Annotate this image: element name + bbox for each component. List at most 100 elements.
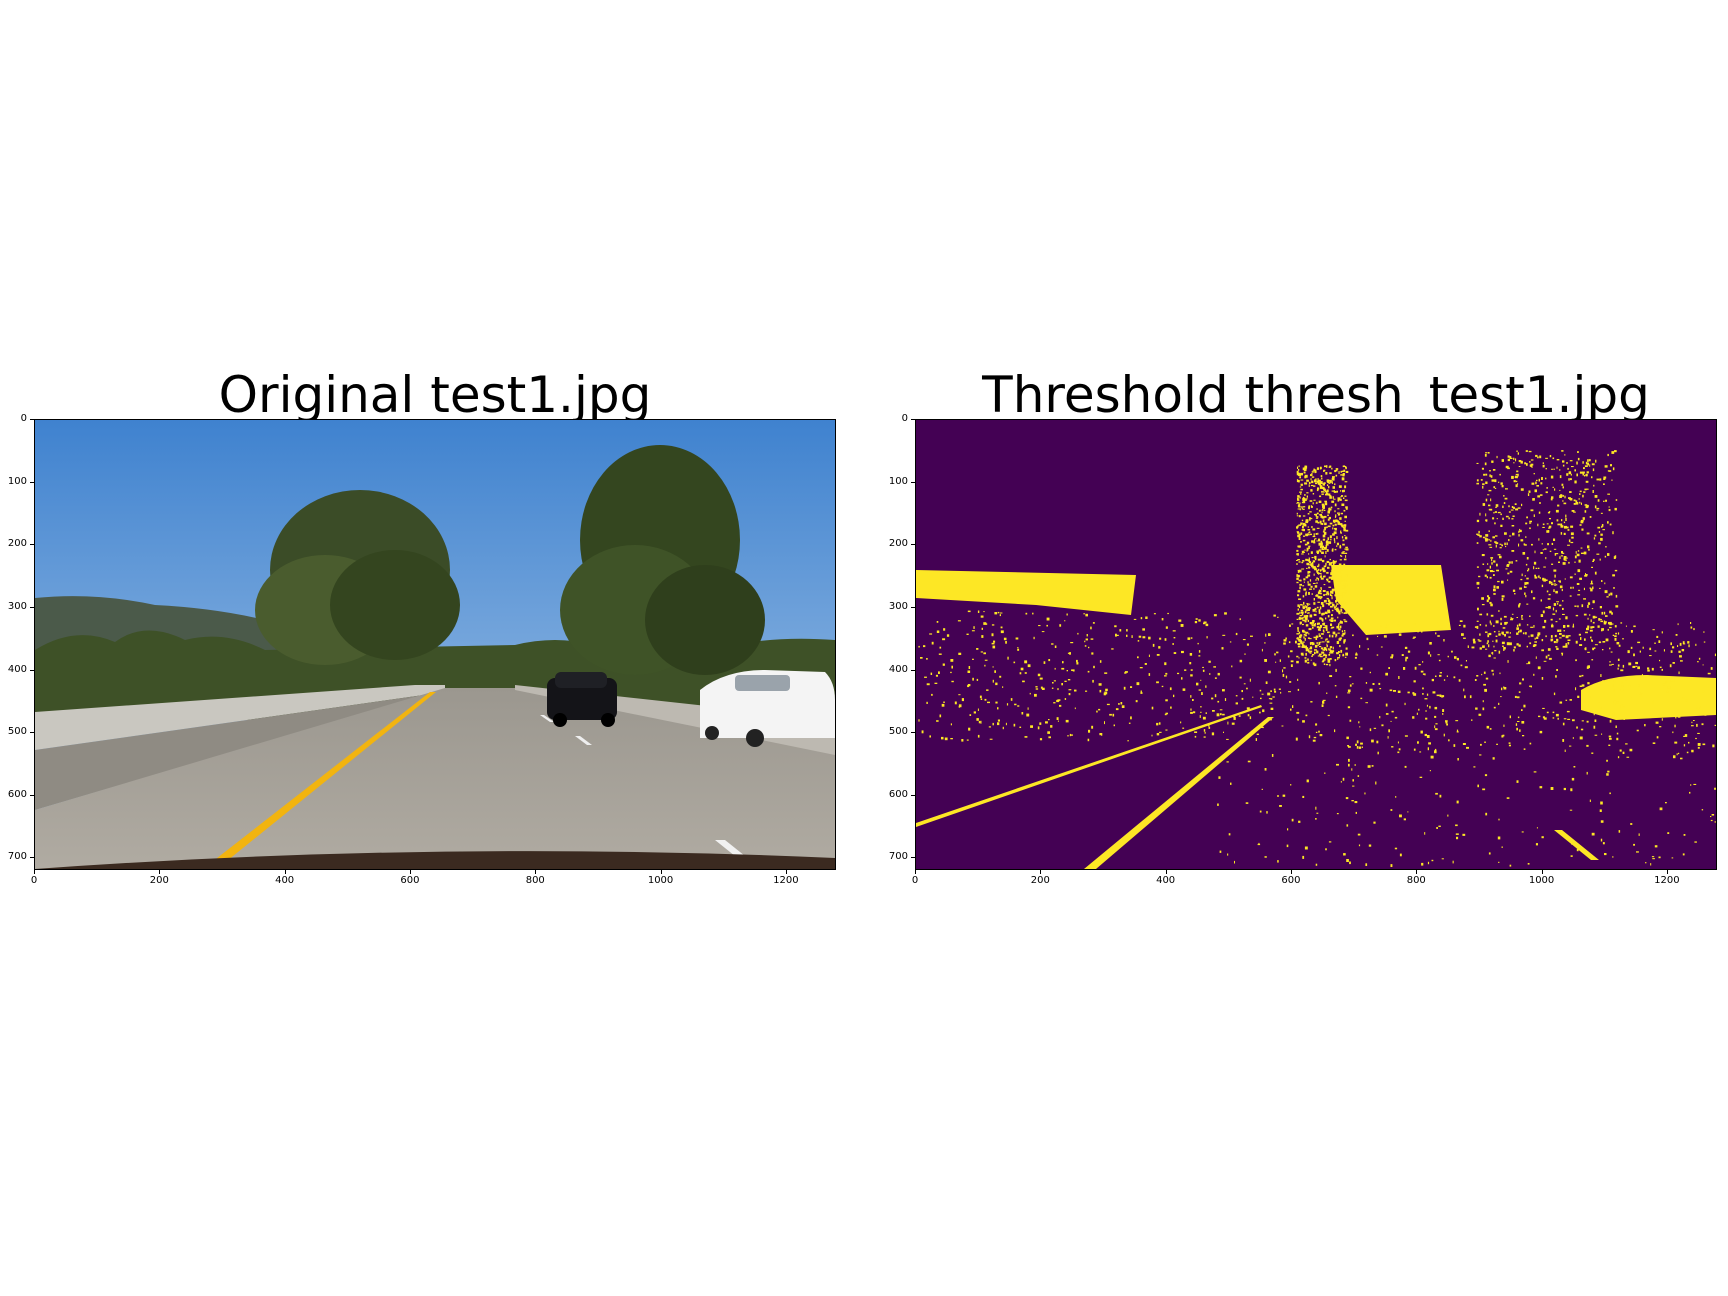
speckle [1565,616,1568,620]
speckle [1286,844,1289,848]
speckle [1567,639,1571,641]
speckle [1549,455,1552,458]
speckle [1305,520,1308,522]
speckle [942,638,946,641]
speckle [1479,624,1482,626]
speckle [1537,632,1541,635]
speckle [1022,680,1025,683]
speckle [1323,663,1326,665]
original-road-image [35,420,835,869]
speckle [1316,642,1318,645]
speckle [1180,721,1182,724]
speckle [1628,662,1632,666]
speckle [1594,647,1596,649]
speckle [1308,566,1310,569]
speckle [1679,642,1682,646]
right-xtick-label: 600 [1281,875,1301,886]
speckle [1541,649,1544,652]
speckle [1305,652,1307,656]
speckle [1338,651,1340,653]
speckle [1597,499,1600,502]
speckle [1344,579,1347,582]
speckle [1712,744,1715,748]
speckle [1299,476,1301,479]
speckle [1308,484,1310,487]
speckle [1323,594,1326,596]
speckle [1307,581,1309,584]
left-ytick-mark [30,857,34,859]
speckle [1085,613,1088,617]
speckle [1239,618,1241,621]
left-ytick-label: 600 [7,788,27,800]
right-xtick-mark [915,870,916,874]
speckle [1319,606,1322,610]
speckle [1551,542,1554,545]
speckle [1336,536,1338,540]
speckle [1682,697,1685,699]
speckle [1101,733,1103,736]
speckle [1537,495,1541,498]
speckle [1693,720,1695,721]
speckle [1054,667,1056,670]
speckle [1194,621,1198,624]
speckle [1287,655,1290,658]
speckle [1128,722,1131,724]
speckle [1479,647,1482,650]
speckle [1297,638,1299,641]
speckle [1612,467,1615,471]
right-ytick-mark [911,794,915,796]
speckle [1315,502,1318,504]
speckle [1443,679,1446,681]
speckle [1516,632,1519,635]
speckle [1246,643,1249,646]
speckle [1000,630,1004,634]
speckle [1338,513,1340,516]
speckle [1587,651,1590,653]
speckle [1301,532,1303,535]
left-ytick-label: 500 [7,726,27,738]
speckle [1330,627,1333,629]
speckle [1339,622,1341,624]
speckle [1495,506,1498,508]
speckle [1483,683,1486,686]
speckle [1319,514,1322,516]
speckle [1380,646,1383,648]
speckle [1567,529,1570,531]
speckle [1335,595,1339,597]
speckle [1190,708,1192,711]
speckle [1398,633,1402,636]
speckle [1584,574,1588,577]
speckle [1617,658,1620,661]
speckle [1542,610,1545,614]
speckle [1325,490,1327,492]
speckle [977,708,979,711]
speckle [1199,715,1201,718]
speckle [1319,484,1322,487]
speckle [1534,489,1537,493]
speckle [1241,690,1243,693]
speckle [1612,712,1615,716]
speckle [1224,612,1227,615]
speckle [930,672,933,675]
speckle [1317,478,1319,481]
speckle [1666,680,1668,683]
speckle [1525,536,1527,538]
speckle [980,720,982,724]
speckle [1413,636,1416,638]
speckle [1331,617,1333,619]
speckle [1559,637,1562,639]
speckle [1549,550,1552,552]
speckle [1714,653,1716,657]
speckle [1300,604,1303,606]
speckle [1339,645,1341,648]
speckle [1575,659,1577,662]
speckle [1330,646,1333,649]
speckle [1583,551,1587,555]
yellow-lane-line [203,692,436,869]
speckle [1595,571,1597,575]
speckle [1341,470,1344,472]
speckle [1313,736,1317,739]
speckle [1308,557,1310,560]
speckle [1356,740,1359,744]
speckle [1543,660,1547,662]
